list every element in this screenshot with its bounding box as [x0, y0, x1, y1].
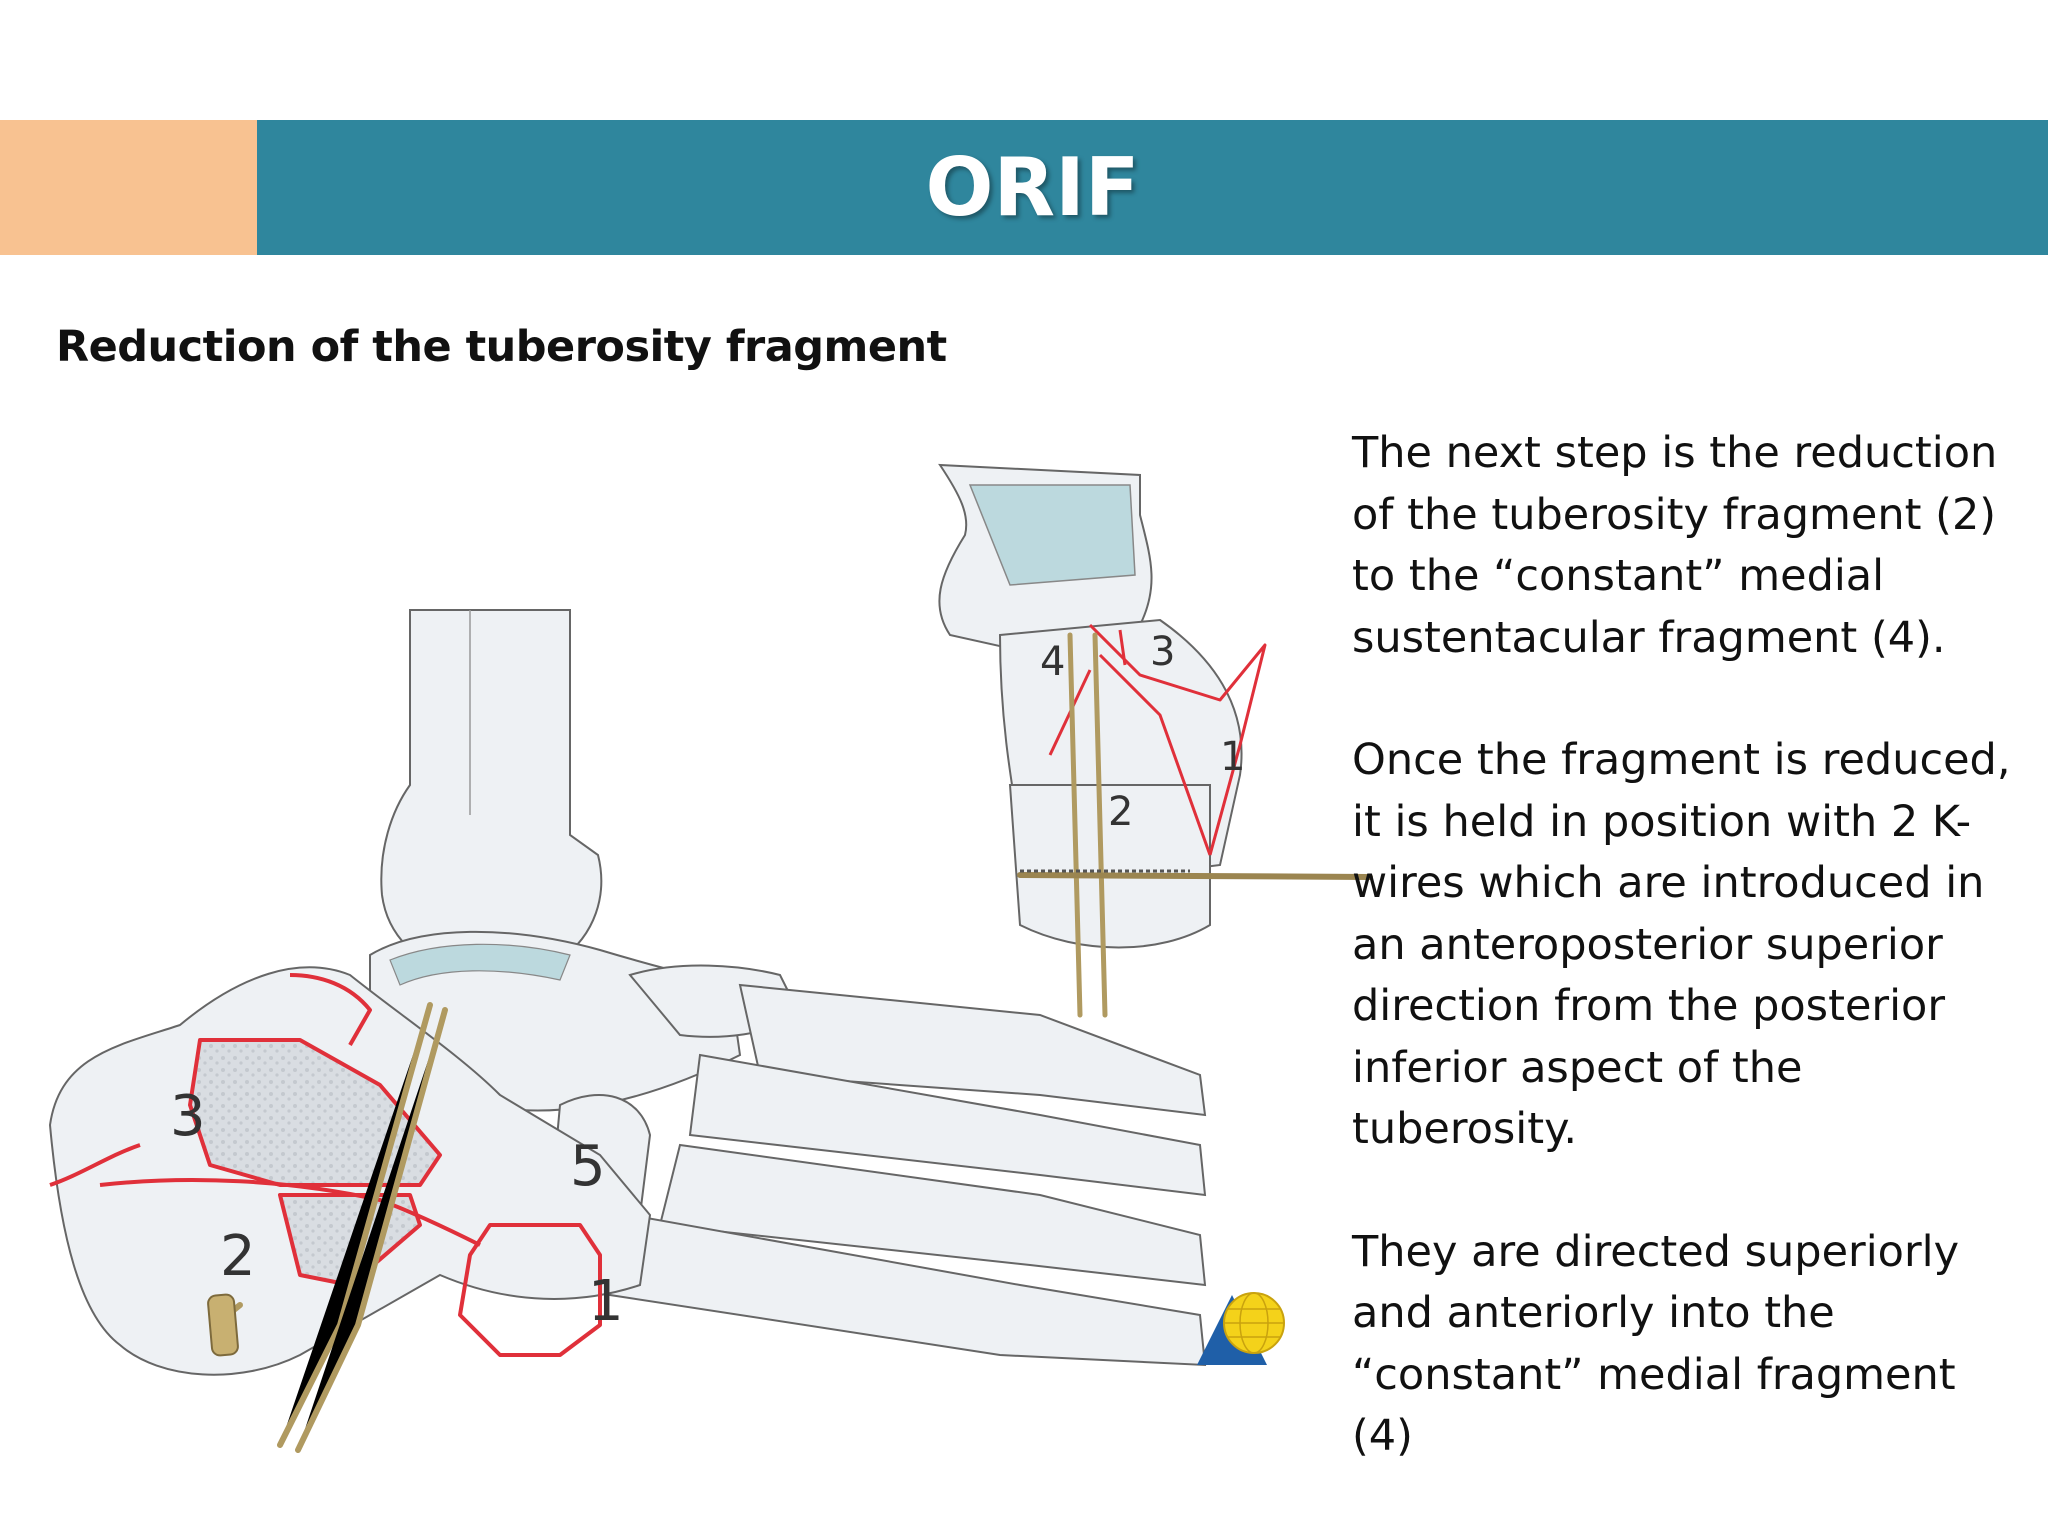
slide-subtitle: Reduction of the tuberosity fragment	[56, 322, 947, 372]
axial-view-inset: 4 3 1 2	[939, 465, 1370, 1015]
paragraph-reduction-step: The next step is the reduction of the tu…	[1352, 423, 2012, 669]
title-bar: ORIF	[257, 120, 2048, 255]
fragment-label-1-lateral: 1	[588, 1269, 624, 1334]
fragment-label-1-axial: 1	[1220, 734, 1245, 780]
tibia-bone	[381, 610, 601, 975]
slide-title: ORIF	[925, 141, 1139, 234]
ao-foundation-logo	[1192, 1285, 1292, 1370]
title-accent-block	[0, 120, 257, 255]
body-text: The next step is the reduction of the tu…	[1352, 423, 2012, 1529]
fragment-label-2-axial: 2	[1108, 789, 1133, 835]
fragment-label-4-axial: 4	[1040, 639, 1065, 685]
paragraph-k-wire-fixation: Once the fragment is reduced, it is held…	[1352, 730, 2012, 1161]
fragment-label-5-lateral: 5	[570, 1134, 606, 1199]
fragment-label-2-lateral: 2	[220, 1224, 256, 1289]
fragment-label-3-axial: 3	[1150, 629, 1175, 675]
fragment-label-3-lateral: 3	[170, 1084, 206, 1149]
paragraph-wire-direction: They are directed superiorly and anterio…	[1352, 1222, 2012, 1468]
